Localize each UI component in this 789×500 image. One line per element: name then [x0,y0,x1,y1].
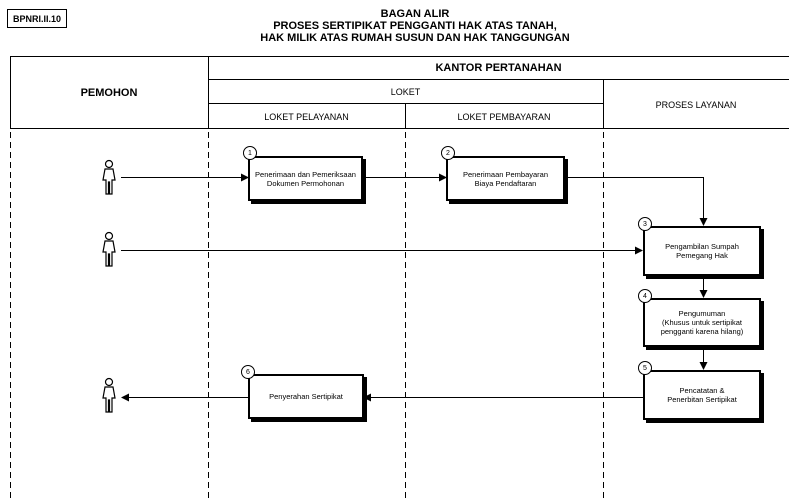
person-icon [102,159,116,195]
chart-title-line-2: PROSES SERTIPIKAT PENGGANTI HAK ATAS TAN… [273,20,557,32]
process-box-step-3: Pengambilan Sumpah Pemegang Hak [643,226,761,276]
step-number-6: 6 [241,365,255,379]
lane-header-service-process: PROSES LAYANAN [655,99,737,110]
lane-header-applicant: PEMOHON [80,86,138,99]
process-box-step-6: Penyerahan Sertipikat [248,374,364,419]
document-code: BPNRI.II.10 [7,9,67,28]
swimlane-dividers [10,132,604,500]
lane-header-service-counter: LOKET PELAYANAN [264,111,349,122]
lane-header-payment-counter: LOKET PEMBAYARAN [457,111,551,122]
process-box-step-1: Penerimaan dan Pemeriksaan Dokumen Permo… [248,156,363,201]
step-number-3: 3 [638,217,652,231]
flow-arrows [121,173,708,402]
step-number-5: 5 [638,361,652,375]
person-icon [102,231,116,267]
applicant-figures [102,159,116,413]
step-number-4: 4 [638,289,652,303]
step-3-text: Pengambilan Sumpah Pemegang Hak [665,242,739,260]
process-box-step-5: Pencatatan & Penerbitan Sertipikat [643,370,761,420]
step-1-text: Penerimaan dan Pemeriksaan Dokumen Permo… [255,169,356,188]
step-2-text: Penerimaan Pembayaran Biaya Pendaftaran [462,169,549,188]
person-icon [102,377,116,413]
chart-title: BAGAN ALIR [380,8,450,20]
chart-title-line-3: HAK MILIK ATAS RUMAH SUSUN DAN HAK TANGG… [260,32,570,44]
process-box-step-2: Penerimaan Pembayaran Biaya Pendaftaran [446,156,565,201]
step-5-text: Pencatatan & Penerbitan Sertipikat [667,386,737,404]
step-number-1: 1 [243,146,257,160]
lane-header-grid [10,56,789,129]
step-4-text: Pengumuman (Khusus untuk sertipikat peng… [660,309,744,336]
step-number-2: 2 [441,146,455,160]
process-box-step-4: Pengumuman (Khusus untuk sertipikat peng… [643,298,761,347]
arrow-step2-to-step3 [565,177,708,226]
lane-header-land-office: KANTOR PERTANAHAN [435,62,562,74]
lane-header-counter: LOKET [390,87,421,97]
step-6-text: Penyerahan Sertipikat [269,392,343,401]
